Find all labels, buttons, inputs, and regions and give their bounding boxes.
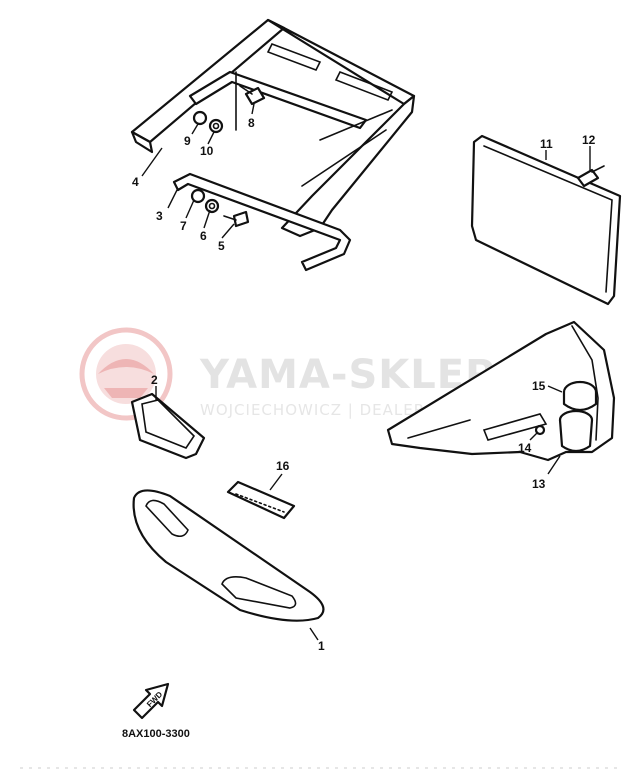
part-lamp-bracket xyxy=(386,320,616,462)
callout-9: 9 xyxy=(184,134,191,148)
part-screw xyxy=(576,165,605,188)
watermark-logo xyxy=(79,327,173,421)
callout-5: 5 xyxy=(218,239,225,253)
part-lens-holder xyxy=(130,392,206,460)
part-plate xyxy=(470,134,622,306)
callout-6: 6 xyxy=(200,229,207,243)
part-label xyxy=(226,480,296,520)
diagram-code: 8AX100-3300 xyxy=(122,728,190,740)
callout-11: 11 xyxy=(540,137,553,151)
callout-7: 7 xyxy=(180,219,187,233)
callout-14: 14 xyxy=(518,441,532,455)
part-bracket-rod xyxy=(172,172,352,272)
callout-13: 13 xyxy=(532,477,546,491)
callout-8: 8 xyxy=(248,116,255,130)
callout-2: 2 xyxy=(151,373,158,387)
part-cover xyxy=(132,489,325,622)
callout-labels: 1 2 3 4 5 6 7 8 9 10 11 12 13 14 15 16 xyxy=(132,116,596,653)
callout-12: 12 xyxy=(582,133,596,147)
fwd-arrow: FWD xyxy=(132,682,170,720)
callout-1: 1 xyxy=(318,639,325,653)
leader-lines xyxy=(141,103,591,641)
callout-3: 3 xyxy=(156,209,163,223)
callout-4: 4 xyxy=(132,175,139,189)
callout-16: 16 xyxy=(276,459,290,473)
callout-15: 15 xyxy=(532,379,546,393)
part-lamp-socket xyxy=(534,380,598,453)
part-grab-rail-frame xyxy=(130,18,416,238)
callout-10: 10 xyxy=(200,144,214,158)
hardware-fasteners xyxy=(190,85,266,228)
